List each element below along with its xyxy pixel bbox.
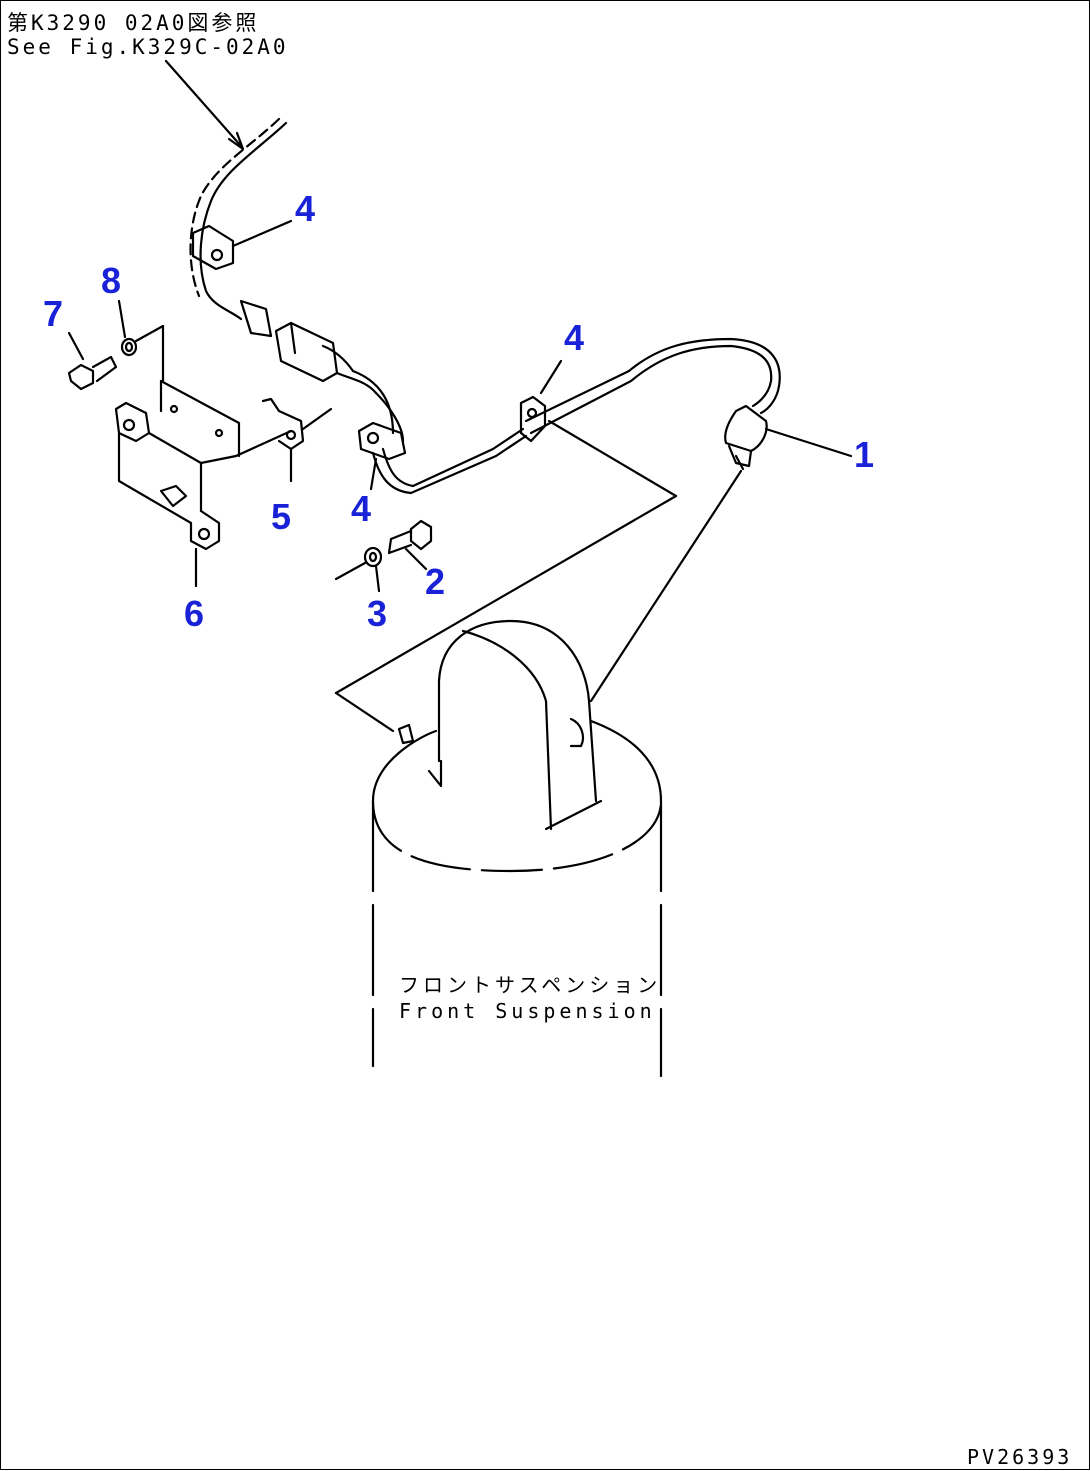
suspension-label-japanese: フロントサスペンション <box>399 973 662 997</box>
callout-4-middle: 4 <box>351 488 372 529</box>
callout-4-right: 4 <box>564 317 585 358</box>
reference-text-japanese: 第K3290 02A0図参照 <box>7 11 260 35</box>
clip-middle <box>357 421 407 491</box>
drawing-code: PV26393 <box>967 1445 1073 1469</box>
clip-right <box>519 359 563 443</box>
washer-8 <box>117 299 165 383</box>
clip-5 <box>261 397 333 483</box>
washer-3 <box>334 546 383 593</box>
bracket <box>114 379 293 551</box>
callout-1: 1 <box>854 434 875 475</box>
reference-text-english: See Fig.K329C-02A0 <box>7 35 289 59</box>
bolt-2 <box>387 519 433 571</box>
callout-8: 8 <box>101 260 122 301</box>
callout-2: 2 <box>425 561 446 602</box>
reference-arrow <box>164 59 245 151</box>
callout-4-upper: 4 <box>295 188 316 229</box>
wire-harness-upper <box>189 117 288 338</box>
callout-3: 3 <box>367 593 388 634</box>
callout-7: 7 <box>43 293 64 334</box>
front-suspension <box>371 619 663 1078</box>
bolt-7 <box>67 331 118 391</box>
leader-lines <box>334 419 743 733</box>
connector <box>274 321 378 395</box>
callout-5: 5 <box>271 496 292 537</box>
wire-harness-lower <box>351 337 781 495</box>
pressure-switch <box>724 404 853 471</box>
callout-6: 6 <box>184 593 205 634</box>
suspension-label-english: Front Suspension <box>399 999 656 1023</box>
clip-upper <box>191 219 293 271</box>
